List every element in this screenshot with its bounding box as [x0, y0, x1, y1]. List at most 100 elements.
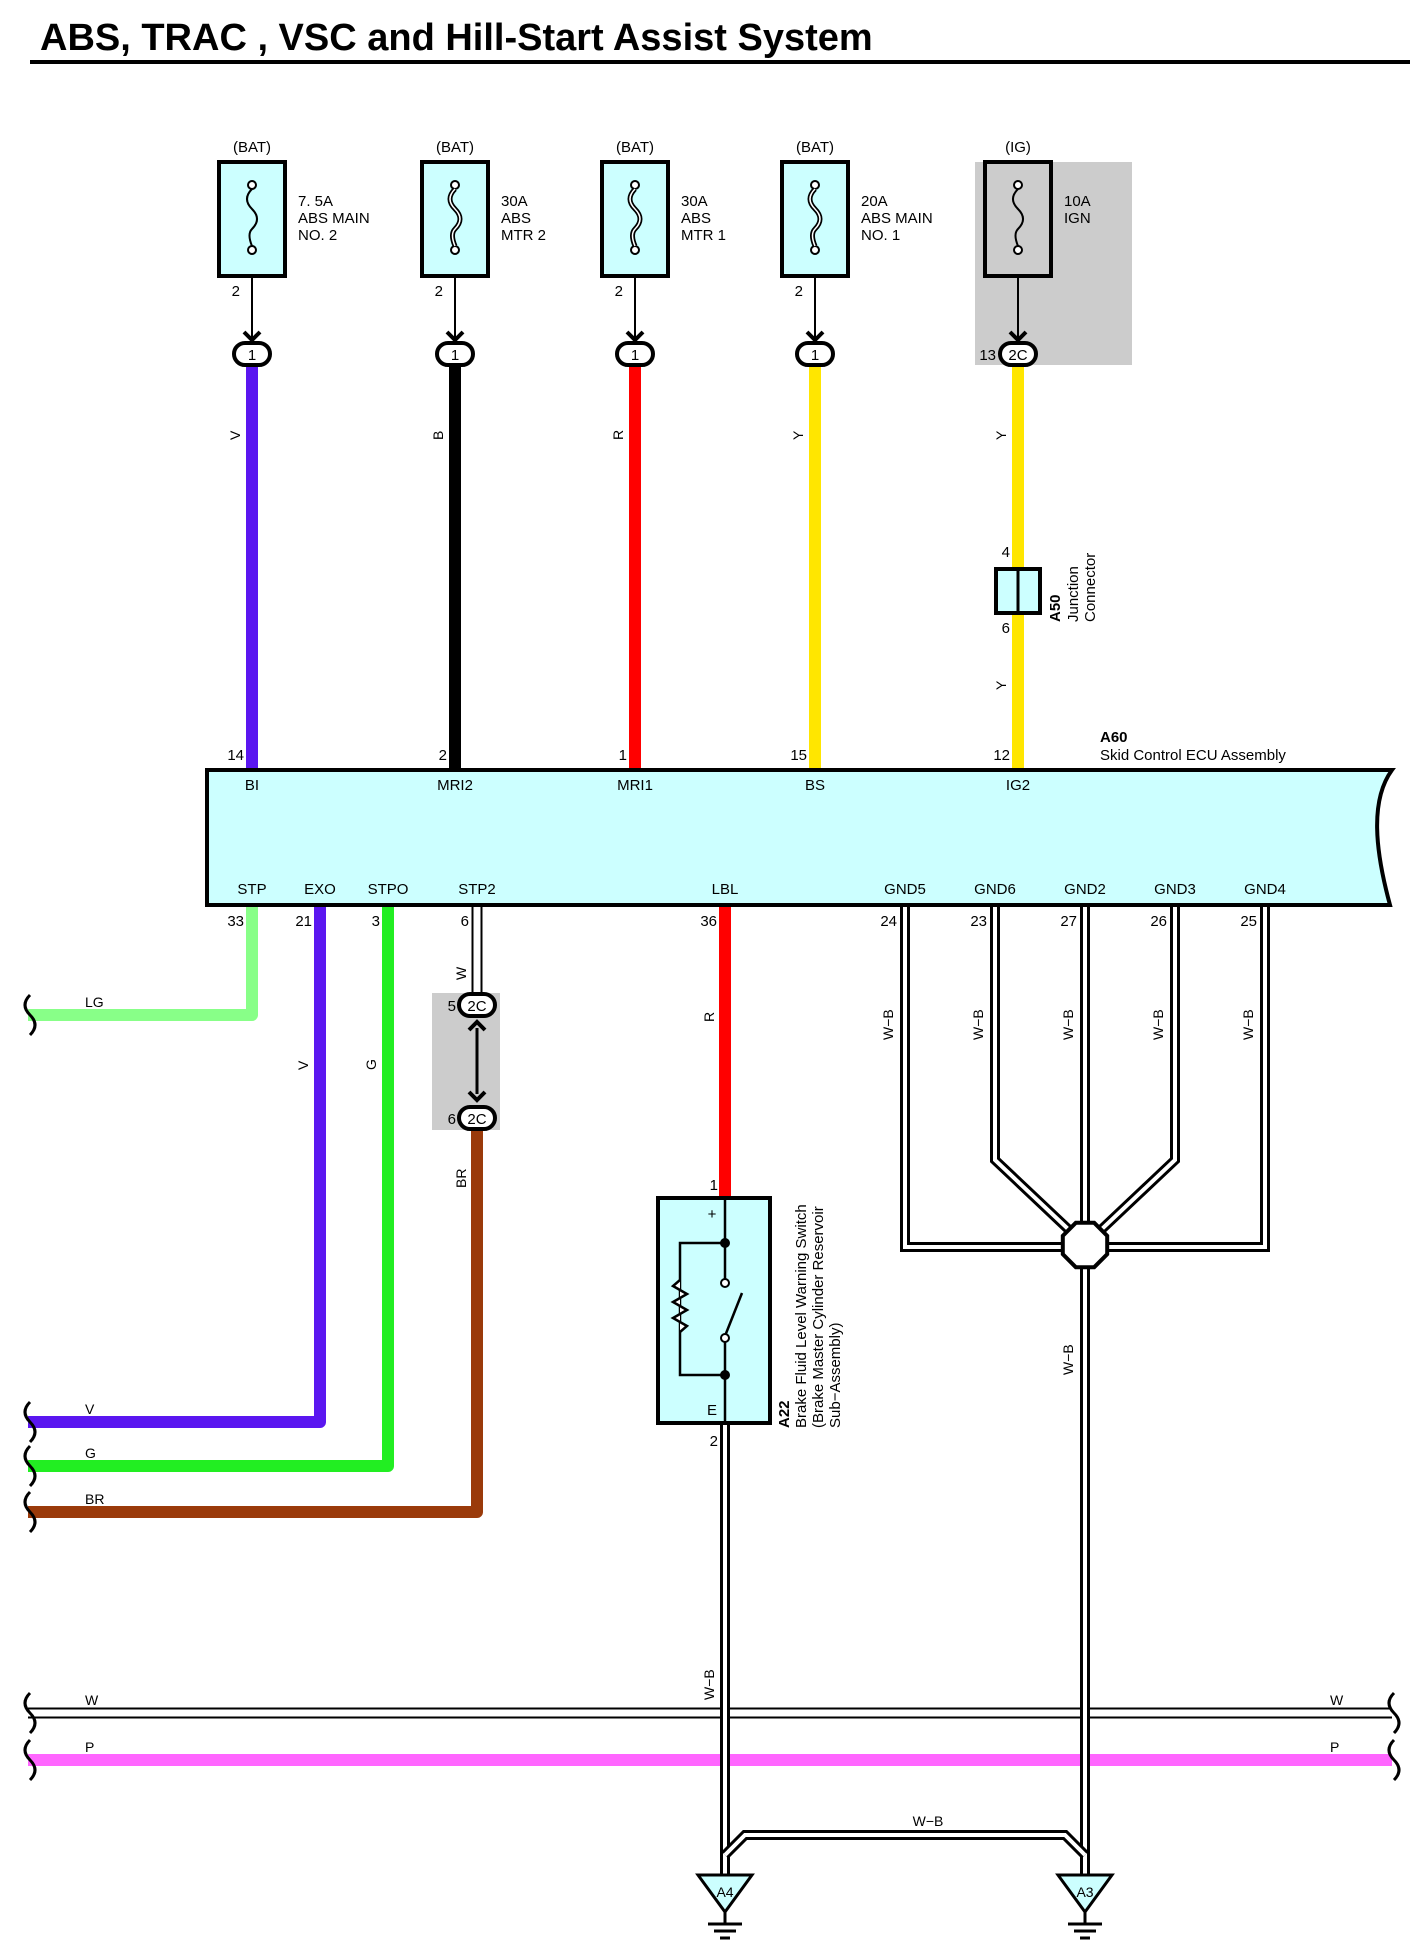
wire-color-label: BR: [453, 1169, 469, 1188]
connector-pill: [457, 1105, 497, 1131]
fusible-link-icon: [600, 160, 670, 278]
switch-id: A22: [776, 1400, 793, 1428]
switch-ground-terminal: E: [707, 1402, 717, 1419]
fuse-rating-label: ABS MAIN: [298, 210, 370, 227]
ground-link-outline: [721, 1830, 1089, 1859]
fuse-rating-label: 10A: [1064, 193, 1091, 210]
wire-color-label: Y: [993, 680, 1009, 690]
wire-color-label: Y: [993, 430, 1009, 440]
junction-pin-in: 4: [1002, 544, 1010, 561]
wire-break-icon: [23, 1490, 37, 1534]
ecu-pin-label: 36: [700, 913, 717, 930]
connector-shading: [432, 162, 1132, 1130]
junction-pin-out: 6: [1002, 620, 1010, 637]
ecu-box: [205, 768, 1396, 907]
fuse-rating-label: 30A: [501, 193, 528, 210]
connector-chevron-icon: [467, 1019, 487, 1032]
ecu-terminal-label: BS: [805, 777, 825, 794]
ground-icon: [1055, 1873, 1115, 1915]
bus-wire-label-left: P: [85, 1739, 94, 1755]
fuse-terminal-bottom: [630, 245, 640, 255]
fuse-rating-label: 20A: [861, 193, 888, 210]
wire-color-label: V: [227, 430, 243, 440]
fuse-terminal-bottom: [247, 245, 257, 255]
ecu-pin-label: 6: [461, 913, 469, 930]
fuse-source-label: (BAT): [233, 139, 271, 156]
fusible-link-icon: [420, 160, 490, 278]
splice-point-icon: [1060, 1220, 1110, 1270]
fuse-terminal-top: [450, 180, 460, 190]
left-wire-label: G: [85, 1445, 96, 1461]
resistor-icon: [670, 1279, 690, 1333]
ecu-pin-label: 25: [1240, 913, 1257, 930]
wire-break-icon: [23, 993, 37, 1037]
connector-pill-label: 2C: [467, 998, 486, 1015]
bus-wire-label-left: W: [85, 1692, 99, 1708]
ecu-pin-label: 1: [619, 747, 627, 764]
fuse-icon: [983, 160, 1053, 278]
switch-node: [720, 1333, 730, 1343]
connector-pin-label: 13: [979, 347, 996, 364]
fuse-source-label: (BAT): [616, 139, 654, 156]
switch-name: Brake Fluid Level Warning Switch: [793, 1204, 810, 1428]
connector-pill: [435, 341, 475, 367]
fusible-link-icon: [780, 160, 850, 278]
wire-color-label: W: [453, 966, 469, 980]
switch-pin-top: 1: [710, 1177, 718, 1194]
page-title: ABS, TRAC , VSC and Hill-Start Assist Sy…: [40, 17, 873, 59]
connector-pill-label: 2C: [467, 1111, 486, 1128]
connector-pin-label: 5: [448, 998, 456, 1015]
fuse-rating-label: MTR 2: [501, 227, 546, 244]
ecu-terminal-label: STP: [237, 881, 266, 898]
wire-color-label: W−B: [701, 1669, 717, 1700]
fuse-rating-label: MTR 1: [681, 227, 726, 244]
fuse-pin-label: 2: [232, 283, 240, 300]
wire-color-label: G: [363, 1059, 379, 1070]
wire-V: [28, 905, 326, 1428]
connector-pill-label: 2C: [1008, 347, 1027, 364]
ecu-terminal-label: GND3: [1154, 881, 1196, 898]
junction-name: Junction: [1065, 566, 1082, 622]
connector-chevron-icon: [1008, 330, 1028, 343]
brake-fluid-switch: [656, 1196, 772, 1425]
wire-color-label: W−B: [1150, 1009, 1166, 1040]
fuse-terminal-top: [810, 180, 820, 190]
wire-color-label: W−B: [880, 1009, 896, 1040]
wire-color-label: R: [701, 1012, 717, 1022]
ecu-pin-label: 33: [227, 913, 244, 930]
ecu-terminal-label: MRI1: [617, 777, 653, 794]
connector-pill: [457, 992, 497, 1018]
ecu-pin-label: 3: [372, 913, 380, 930]
wire-break-icon: [1387, 1691, 1401, 1735]
ecu-pin-label: 12: [993, 747, 1010, 764]
fuse-pin-label: 2: [435, 283, 443, 300]
switch-plus-terminal: +: [708, 1206, 717, 1223]
left-wire-label: LG: [85, 994, 104, 1010]
wire-G: [28, 905, 394, 1472]
bus-wire-label-right: P: [1330, 1739, 1339, 1755]
ecu-pin-label: 2: [439, 747, 447, 764]
switch-name: (Brake Master Cylinder Reservoir: [810, 1206, 827, 1428]
fuse-rating-label: ABS: [681, 210, 711, 227]
fuse-terminal-top: [247, 180, 257, 190]
fuse-rating-label: 7. 5A: [298, 193, 333, 210]
ground-link: [723, 1833, 1087, 1857]
wire-LG: [28, 905, 258, 1021]
fuse-pin-label: 2: [615, 283, 623, 300]
fuse-icon: [217, 160, 287, 278]
fuse-terminal-bottom: [810, 245, 820, 255]
ecu-pin-label: 24: [880, 913, 897, 930]
connector-pill-label: 1: [811, 347, 819, 364]
bus-wire-label-right: W: [1330, 1692, 1344, 1708]
fuse-rating-label: ABS: [501, 210, 531, 227]
ecu-terminal-label: GND4: [1244, 881, 1286, 898]
ecu-terminal-label: GND2: [1064, 881, 1106, 898]
fuse-terminal-bottom: [450, 245, 460, 255]
fuse-source-label: (BAT): [796, 139, 834, 156]
ecu-pin-label: 23: [970, 913, 987, 930]
fuse-terminal-top: [630, 180, 640, 190]
connector-pill-label: 1: [248, 347, 256, 364]
fusible-link-core: [629, 188, 641, 247]
